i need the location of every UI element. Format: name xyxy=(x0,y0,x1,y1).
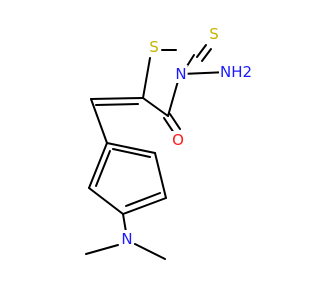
bond-c2-thione-s-a xyxy=(196,44,207,58)
bond-ar4-nme2 xyxy=(122,213,127,233)
bond-c4-c5 xyxy=(142,97,169,117)
bond-ar5-ar6-inner xyxy=(95,150,111,187)
label-backdrop xyxy=(120,230,134,248)
bond-ar3-ar4-inner xyxy=(125,192,161,207)
bond-ar1-ar2 xyxy=(106,142,156,154)
bond-c5-ch-b xyxy=(95,103,139,106)
atom-labels: S S N NH2 O N xyxy=(120,25,254,248)
label-backdrop xyxy=(208,25,220,43)
thione-sulfur-label: S xyxy=(209,25,219,43)
bond-ar1-ar2-inner xyxy=(112,148,151,158)
bond-c4-o-b xyxy=(169,113,181,130)
bond-ch-ar1 xyxy=(90,98,108,144)
label-backdrop xyxy=(174,65,188,83)
molecule-diagram: S S N NH2 O N xyxy=(85,25,254,260)
bond-c4-o-a xyxy=(163,117,175,134)
bond-ar3-ar4 xyxy=(122,197,167,215)
label-backdrop xyxy=(171,131,185,149)
bond-c2-thione-s-b xyxy=(201,48,212,62)
bond-n-methyl-left xyxy=(85,244,119,255)
bond-ar4-ar5 xyxy=(88,187,124,215)
bond-ar2-ar3 xyxy=(154,152,167,199)
bond-c5-ch-a xyxy=(90,97,144,100)
label-backdrop xyxy=(218,63,254,81)
dimethylamino-nitrogen-label: N xyxy=(121,230,132,248)
carbonyl-oxygen-label: O xyxy=(172,131,184,149)
label-backdrop xyxy=(148,38,160,56)
ring-sulfur-label: S xyxy=(149,38,159,56)
bond-c5-s1 xyxy=(142,57,151,99)
amino-nitrogen-label: NH2 xyxy=(220,63,252,81)
ring-nitrogen-label: N xyxy=(175,65,186,83)
bond-ar5-ar6 xyxy=(88,142,108,189)
bond-n-methyl-right xyxy=(134,243,166,260)
